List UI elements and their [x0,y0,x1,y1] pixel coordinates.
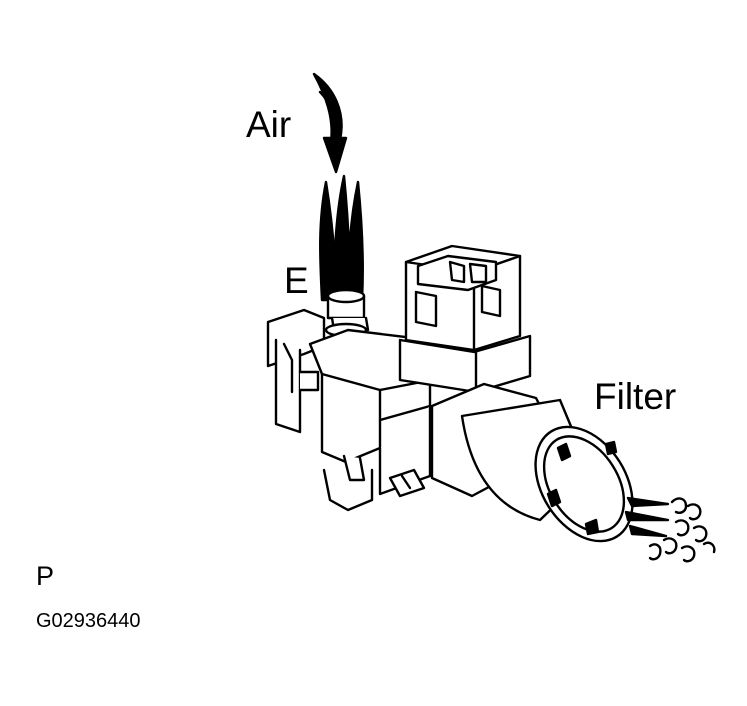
air-streaks [319,174,364,302]
air-label: Air [246,104,292,145]
connector-housing [398,244,532,394]
mounting-bracket [266,308,326,434]
air-inlet-arrow-icon [312,72,348,174]
figure-code: G02936440 [36,610,141,632]
air-puff-icon [624,496,716,563]
filter-cylinder [430,382,634,543]
port-e-label: E [284,260,309,301]
view-label: P [36,561,55,591]
filter-label: Filter [594,376,677,417]
